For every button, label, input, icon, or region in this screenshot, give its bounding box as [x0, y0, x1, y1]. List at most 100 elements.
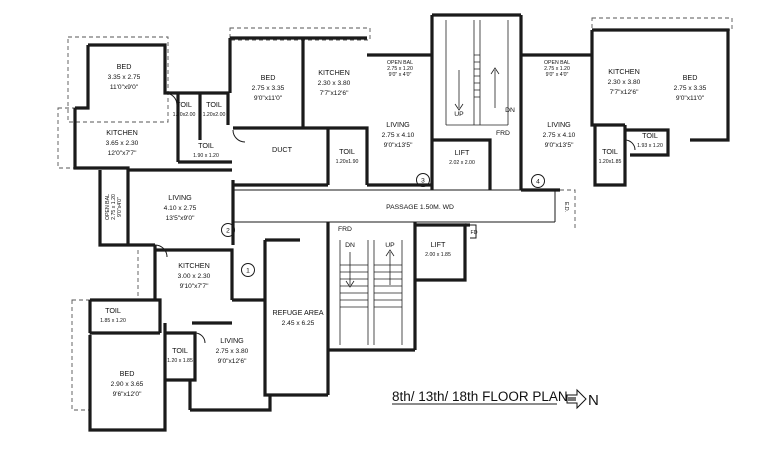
svg-text:TOIL: TOIL [198, 141, 214, 150]
room-toil-d2: TOIL 1.20 x 1.85 [167, 346, 193, 364]
room-toil-d1: TOIL 1.85 x 1.20 [100, 306, 126, 324]
svg-text:OPEN BAL: OPEN BAL [544, 60, 570, 66]
svg-text:TOIL: TOIL [176, 100, 192, 109]
svg-text:LIVING: LIVING [220, 336, 244, 345]
unit-marker-1: 1 [241, 263, 255, 277]
dashed-projections [57, 17, 733, 411]
room-toil-a3: TOIL 1.90 x 1.20 [193, 141, 219, 159]
svg-text:2.90 x 3.65: 2.90 x 3.65 [111, 381, 144, 388]
room-toil-c1: TOIL 1.20x1.85 [599, 147, 622, 165]
svg-text:2.75 x 1.20: 2.75 x 1.20 [111, 194, 117, 220]
room-living-a: LIVING 4.10 x 2.75 13'5"x9'0" [164, 193, 197, 222]
room-open-bal-a: OPEN BAL 2.75 x 1.20 9'0"x4'0" [105, 194, 123, 220]
svg-text:LIVING: LIVING [547, 120, 571, 129]
stair-upper-up-label: UP [454, 111, 464, 118]
svg-text:1.93 x 1.20: 1.93 x 1.20 [637, 143, 663, 149]
svg-text:1.20x1.90: 1.20x1.90 [336, 159, 359, 165]
svg-text:REFUGE AREA: REFUGE AREA [272, 308, 323, 317]
room-bed-b: BED 2.75 x 3.35 9'0"x11'0" [252, 73, 285, 102]
svg-text:9'0"x4'0": 9'0"x4'0" [117, 197, 123, 217]
svg-text:9'0"x12'6": 9'0"x12'6" [218, 358, 247, 365]
room-living-c: LIVING 2.75 x 4.10 9'0"x13'5" [543, 120, 576, 149]
svg-text:3: 3 [421, 178, 425, 185]
ed-label: E.D. [563, 202, 569, 212]
stair-treads [474, 54, 480, 98]
room-lift-b: LIFT 2.00 x 1.85 [425, 240, 451, 258]
svg-text:9'6"x12'0": 9'6"x12'0" [113, 391, 142, 398]
svg-text:2.75 x 3.35: 2.75 x 3.35 [674, 85, 707, 92]
svg-text:KITCHEN: KITCHEN [178, 261, 210, 270]
svg-text:2.45 x 6.25: 2.45 x 6.25 [282, 320, 315, 327]
svg-text:1.90 x 1.20: 1.90 x 1.20 [193, 153, 219, 159]
room-kitchen-b: KITCHEN 2.30 x 3.80 7'7"x12'6" [318, 68, 351, 97]
room-duct: DUCT [272, 145, 293, 154]
svg-text:4: 4 [536, 179, 540, 186]
svg-text:OPEN BAL: OPEN BAL [387, 60, 413, 66]
room-open-bal-c: OPEN BAL 2.75 x 1.20 9'0" x 4'0" [544, 60, 570, 78]
svg-text:OPEN BAL: OPEN BAL [105, 194, 111, 220]
svg-text:LIVING: LIVING [386, 120, 410, 129]
svg-text:2.30 x 3.80: 2.30 x 3.80 [608, 79, 641, 86]
svg-text:2.02 x 2.00: 2.02 x 2.00 [449, 160, 475, 166]
svg-text:9'10"x7'7": 9'10"x7'7" [180, 283, 209, 290]
room-living-d: LIVING 2.75 x 3.80 9'0"x12'6" [216, 336, 249, 365]
svg-text:3.00 x 2.30: 3.00 x 2.30 [178, 273, 211, 280]
frd-label-lower: FRD [338, 226, 352, 233]
svg-text:KITCHEN: KITCHEN [608, 67, 640, 76]
frd-label-upper: FRD [496, 130, 510, 137]
svg-text:TOIL: TOIL [339, 147, 355, 156]
north-arrow-icon [566, 388, 587, 410]
svg-text:TOIL: TOIL [172, 346, 188, 355]
svg-text:BED: BED [261, 73, 276, 82]
svg-text:2: 2 [226, 228, 230, 235]
svg-text:TOIL: TOIL [602, 147, 618, 156]
room-kitchen-d: KITCHEN 3.00 x 2.30 9'10"x7'7" [178, 261, 211, 290]
svg-text:1.20x2.00: 1.20x2.00 [173, 112, 196, 118]
svg-text:LIFT: LIFT [431, 240, 446, 249]
svg-text:9'0" x 4'0": 9'0" x 4'0" [546, 72, 569, 78]
svg-text:2.75 x 1.20: 2.75 x 1.20 [387, 66, 413, 72]
svg-text:1: 1 [246, 268, 250, 275]
svg-text:TOIL: TOIL [642, 131, 658, 140]
room-bed-c: BED 2.75 x 3.35 9'0"x11'0" [674, 73, 707, 102]
svg-text:1.20 x 1.85: 1.20 x 1.85 [167, 358, 193, 364]
svg-text:2.00 x 1.85: 2.00 x 1.85 [425, 252, 451, 258]
svg-text:13'5"x9'0": 13'5"x9'0" [166, 215, 195, 222]
svg-text:1.85 x 1.20: 1.85 x 1.20 [100, 318, 126, 324]
svg-text:9'0"x11'0": 9'0"x11'0" [676, 95, 705, 102]
passage-label: PASSAGE 1.50M. WD [386, 204, 454, 211]
stair-upper-dn-label: DN [505, 107, 515, 114]
svg-text:7'7"x12'6": 7'7"x12'6" [320, 90, 349, 97]
unit-marker-2: 2 [221, 223, 235, 237]
room-bed-a: BED 3.35 x 2.75 11'0"x9'0" [108, 62, 141, 91]
svg-text:LIFT: LIFT [455, 148, 470, 157]
svg-text:2.30 x 3.80: 2.30 x 3.80 [318, 80, 351, 87]
svg-text:11'0"x9'0": 11'0"x9'0" [110, 84, 139, 91]
room-lift-a: LIFT 2.02 x 2.00 [449, 148, 475, 166]
svg-text:E.D.: E.D. [563, 202, 569, 212]
unit-marker-3: 3 [416, 173, 430, 187]
svg-text:BED: BED [117, 62, 132, 71]
unit-marker-4: 4 [531, 174, 545, 188]
room-toil-a2: TOIL 1.20x2.00 [203, 100, 226, 118]
room-toil-a1: TOIL 1.20x2.00 [173, 100, 196, 118]
svg-text:9'0"x13'5": 9'0"x13'5" [545, 142, 574, 149]
room-kitchen-c: KITCHEN 2.30 x 3.80 7'7"x12'6" [608, 67, 641, 96]
svg-text:1.20x2.00: 1.20x2.00 [203, 112, 226, 118]
svg-text:1.20x1.85: 1.20x1.85 [599, 159, 622, 165]
svg-text:BED: BED [683, 73, 698, 82]
room-bed-d: BED 2.90 x 3.65 9'6"x12'0" [111, 369, 144, 398]
room-toil-c2: TOIL 1.93 x 1.20 [637, 131, 663, 149]
room-living-b: LIVING 2.75 x 4.10 9'0"x13'5" [382, 120, 415, 149]
svg-text:9'0" x 4'0": 9'0" x 4'0" [389, 72, 412, 78]
svg-text:LIVING: LIVING [168, 193, 192, 202]
svg-text:9'0"x13'5": 9'0"x13'5" [384, 142, 413, 149]
room-open-bal-b: OPEN BAL 2.75 x 1.20 9'0" x 4'0" [387, 60, 413, 78]
stair-lower-up-label: UP [385, 242, 395, 249]
plan-title: 8th/ 13th/ 18th FLOOR PLAN [392, 389, 568, 404]
stair-lower-dn-label: DN [345, 242, 355, 249]
stair-upper [445, 20, 509, 126]
svg-text:2.75 x 4.10: 2.75 x 4.10 [543, 132, 576, 139]
walls [73, 13, 730, 432]
svg-text:7'7"x12'6": 7'7"x12'6" [610, 89, 639, 96]
